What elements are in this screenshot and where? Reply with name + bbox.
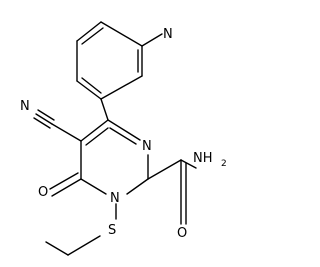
molecule-diagram: N N N NH 2 O N S O (20, 21, 227, 256)
atom-label-amide-o: O (177, 226, 187, 241)
bond (51, 178, 82, 197)
atom-label-ring-n-lower: N (110, 191, 120, 206)
bond (45, 241, 69, 256)
bond (80, 178, 107, 195)
bond (76, 21, 102, 42)
bond (126, 178, 149, 195)
atom-label-cyano-n: N (20, 99, 30, 114)
bond (81, 77, 102, 94)
bond (107, 119, 141, 141)
methylthio-group (45, 203, 117, 256)
bond (100, 75, 143, 100)
bond (100, 98, 109, 121)
bond (141, 33, 163, 47)
atom-label-amide-n-subscript: 2 (221, 159, 227, 169)
bond (147, 159, 182, 180)
atom-label-amide-n: NH (193, 151, 213, 166)
bond (76, 80, 102, 100)
bond (49, 172, 79, 190)
bond (180, 159, 197, 169)
atom-label-ring-n-upper: N (142, 139, 152, 154)
bond (67, 235, 101, 256)
atom-label-pyridine-n: N (163, 27, 173, 42)
atom-label-sulfur: S (108, 223, 116, 238)
bond (33, 117, 51, 129)
pyrimidinone-ring (80, 119, 149, 195)
carboxamide-group (147, 159, 197, 225)
atom-label-oxo-o: O (38, 185, 48, 200)
bond (37, 109, 55, 121)
carbonyl-group (49, 172, 82, 197)
cyano-group (33, 109, 82, 142)
bond (81, 27, 104, 45)
bond (51, 123, 82, 142)
bond (109, 127, 137, 145)
bond (80, 119, 109, 142)
pyridine-ring (76, 21, 163, 100)
bond (35, 113, 53, 125)
bond (85, 127, 109, 146)
bond (100, 21, 143, 47)
